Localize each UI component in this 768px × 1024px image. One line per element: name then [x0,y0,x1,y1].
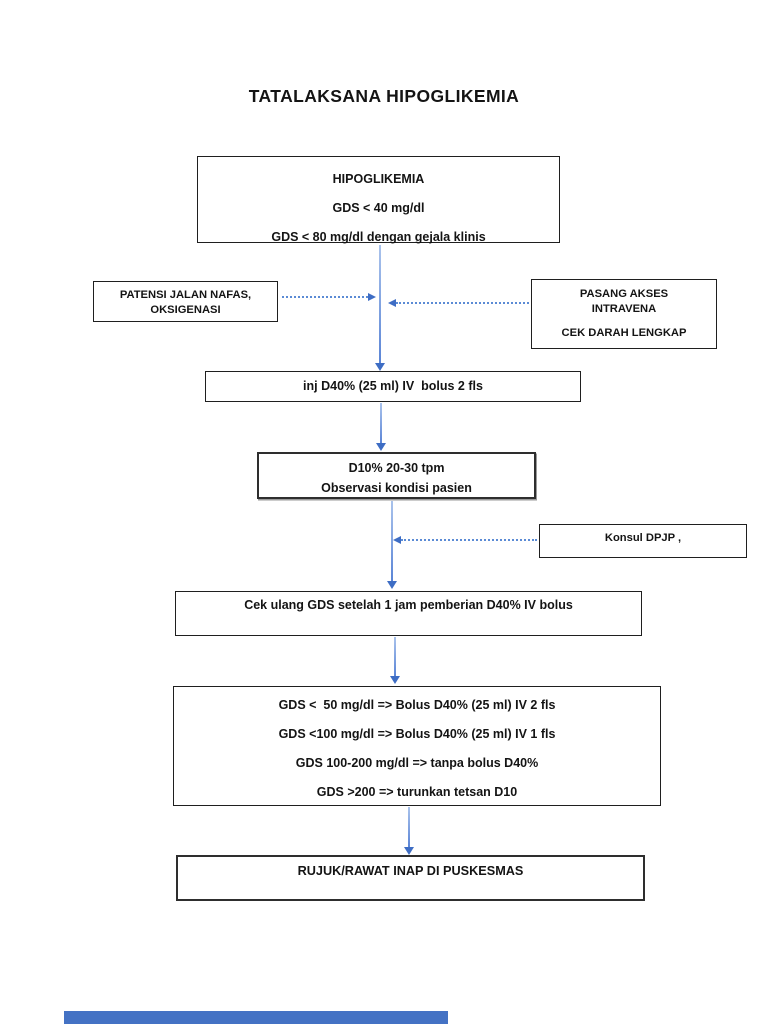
down-arrow-decision-to-disposition [403,807,414,855]
page-title: TATALAKSANA HIPOGLIKEMIA [248,86,520,106]
down-arrow-drip-to-recheck [386,501,397,589]
arrowhead-left-icon [393,536,401,544]
start-box-line: HIPOGLIKEMIA [332,172,425,186]
iv-access-box: PASANG AKSES INTRAVENA CEK DARAH LENGKAP [531,279,717,349]
start-box-line: GDS < 80 mg/dl dengan gejala klinis [271,230,486,244]
consult-box-label: Konsul DPJP , [604,532,682,544]
drip-box: D10% 20-30 tpm Observasi kondisi pasien [257,452,536,499]
arrowhead-down-icon [389,676,400,684]
arrowhead-right-icon [368,293,376,301]
decision-box-line: GDS <100 mg/dl => Bolus D40% (25 ml) IV … [278,727,556,741]
dotted-arrow-left-icon [388,299,529,307]
footer-blue-bar [64,1011,448,1024]
decision-box: GDS < 50 mg/dl => Bolus D40% (25 ml) IV … [173,686,661,806]
recheck-box: Cek ulang GDS setelah 1 jam pemberian D4… [175,591,642,636]
iv-access-box-line: CEK DARAH LENGKAP [561,327,687,339]
bolus-box-label: inj D40% (25 ml) IV bolus 2 fls [303,379,483,393]
down-arrow-start-to-bolus [374,245,385,371]
recheck-box-label: Cek ulang GDS setelah 1 jam pemberian D4… [244,598,573,612]
drip-box-line: Observasi kondisi pasien [321,481,472,495]
decision-box-line: GDS >200 => turunkan tetsan D10 [316,785,518,799]
arrowhead-down-icon [375,443,386,451]
arrowhead-down-icon [403,847,414,855]
drip-box-line: D10% 20-30 tpm [348,461,445,475]
airway-box-line: OKSIGENASI [150,304,221,316]
bolus-box: inj D40% (25 ml) IV bolus 2 fls [205,371,581,402]
down-arrow-recheck-to-decision [389,637,400,684]
dotted-arrow-left-icon [393,536,537,544]
dotted-arrow-right-icon [282,293,376,301]
decision-box-line: GDS < 50 mg/dl => Bolus D40% (25 ml) IV … [278,698,556,712]
start-box-hipoglikemia: HIPOGLIKEMIA GDS < 40 mg/dl GDS < 80 mg/… [197,156,560,244]
iv-access-box-line: INTRAVENA [591,303,657,315]
decision-box-line: GDS 100-200 mg/dl => tanpa bolus D40% [295,756,539,770]
iv-access-box-line: PASANG AKSES [579,288,669,300]
airway-box-line: PATENSI JALAN NAFAS, [119,289,252,301]
arrowhead-down-icon [374,363,385,371]
arrowhead-left-icon [388,299,396,307]
start-box-line: GDS < 40 mg/dl [332,201,425,215]
consult-box: Konsul DPJP , [539,524,747,558]
airway-box: PATENSI JALAN NAFAS, OKSIGENASI [93,281,278,322]
disposition-box-label: RUJUK/RAWAT INAP DI PUSKESMAS [297,864,524,878]
disposition-box: RUJUK/RAWAT INAP DI PUSKESMAS [176,855,645,901]
arrowhead-down-icon [386,581,397,589]
down-arrow-bolus-to-drip [375,403,386,451]
